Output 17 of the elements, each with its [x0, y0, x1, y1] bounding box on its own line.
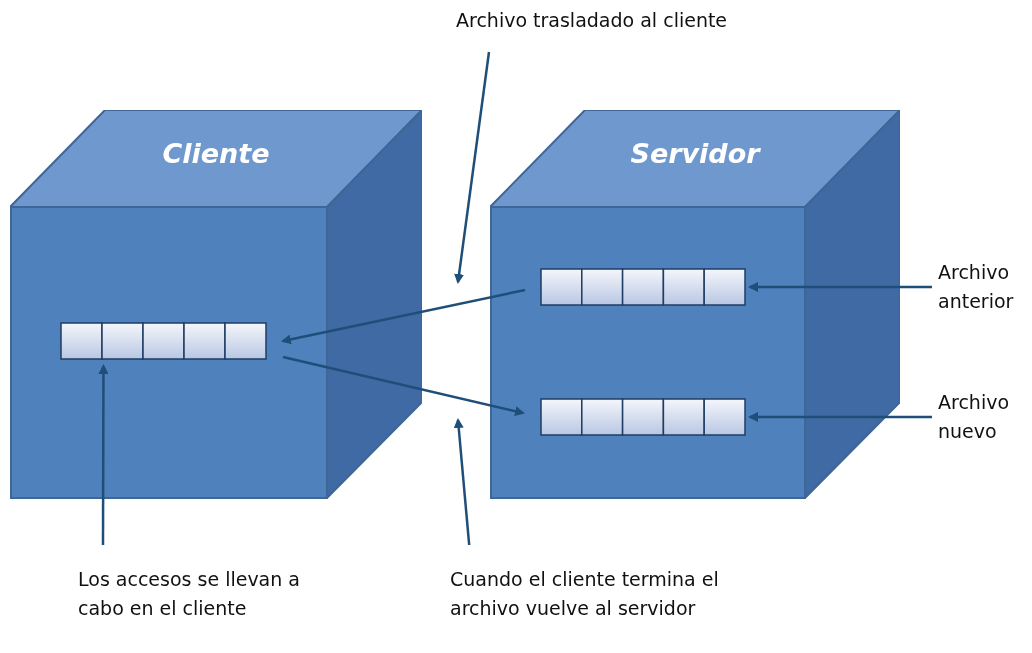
file-block-bar: [60, 322, 267, 360]
cube-title: Servidor: [629, 138, 762, 169]
arrow: [281, 288, 526, 345]
callout-text: Archivo anterior: [938, 258, 1032, 316]
callout-text: Los accesos se llevan a cabo en el cliente: [78, 565, 328, 623]
arrow: [453, 418, 471, 546]
callout-text: Archivo nuevo: [938, 388, 1032, 446]
arrow: [98, 364, 109, 545]
arrow: [282, 355, 525, 417]
arrow: [748, 282, 932, 292]
arrow: [454, 51, 491, 284]
cube-title: Cliente: [161, 138, 271, 169]
arrow: [748, 412, 932, 422]
file-block-bar: [540, 268, 746, 306]
callout-text: Archivo trasladado al cliente: [456, 6, 786, 35]
callout-text: Cuando el cliente termina el archivo vuelve al servidor: [450, 565, 770, 623]
file-block-bar: [540, 398, 746, 436]
